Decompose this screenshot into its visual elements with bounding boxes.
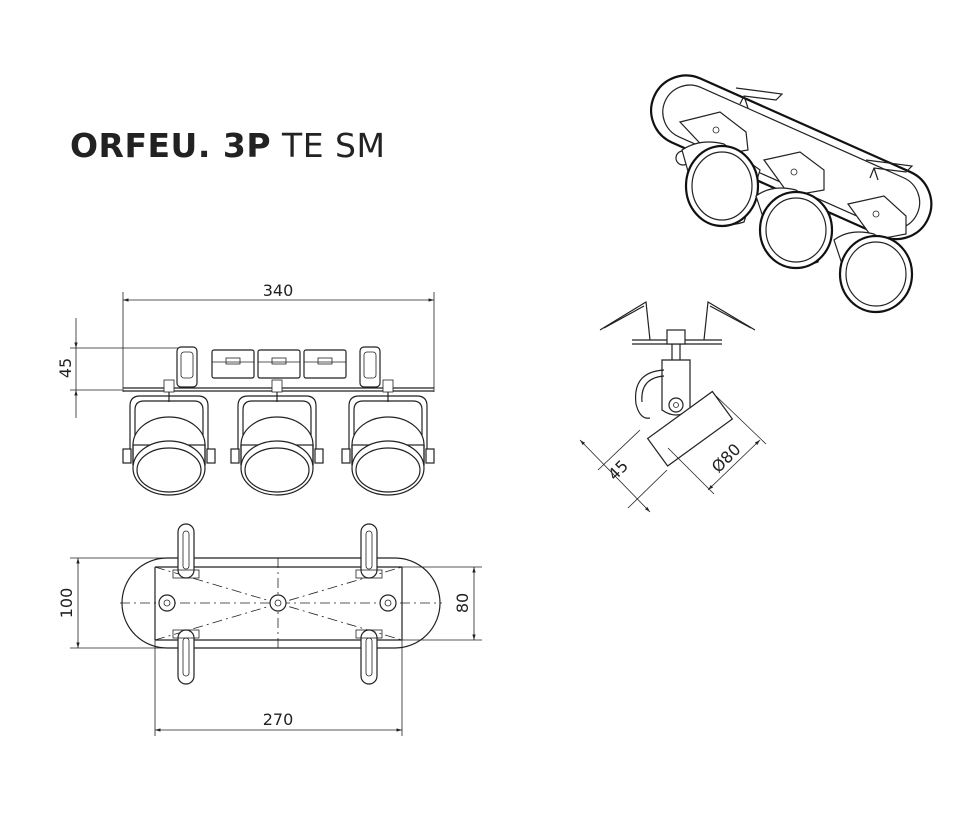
iso-spot-3 xyxy=(833,231,914,314)
product-title: ORFEU. 3P TE SM xyxy=(70,126,385,165)
front-view: 340 45 xyxy=(56,281,435,496)
front-spot-1 xyxy=(122,379,216,496)
dim-side-diameter: Ø80 xyxy=(708,440,745,477)
front-spot-3 xyxy=(341,379,435,496)
product-variant: TE SM xyxy=(282,126,386,165)
dim-bottom-outer-height: 100 xyxy=(57,588,76,619)
dim-bottom-width: 270 xyxy=(263,710,294,729)
front-spot-2 xyxy=(230,379,324,496)
isometric-view xyxy=(650,74,933,314)
dim-front-width: 340 xyxy=(263,281,294,300)
iso-spot-2 xyxy=(755,187,834,270)
dim-bottom-inner-height: 80 xyxy=(453,593,472,613)
product-name: ORFEU. 3P xyxy=(70,126,272,165)
iso-spot-1 xyxy=(681,141,761,228)
bottom-view: 100 80 270 xyxy=(57,523,482,736)
dim-front-height: 45 xyxy=(56,358,75,378)
side-view: 45 Ø80 xyxy=(579,300,767,513)
